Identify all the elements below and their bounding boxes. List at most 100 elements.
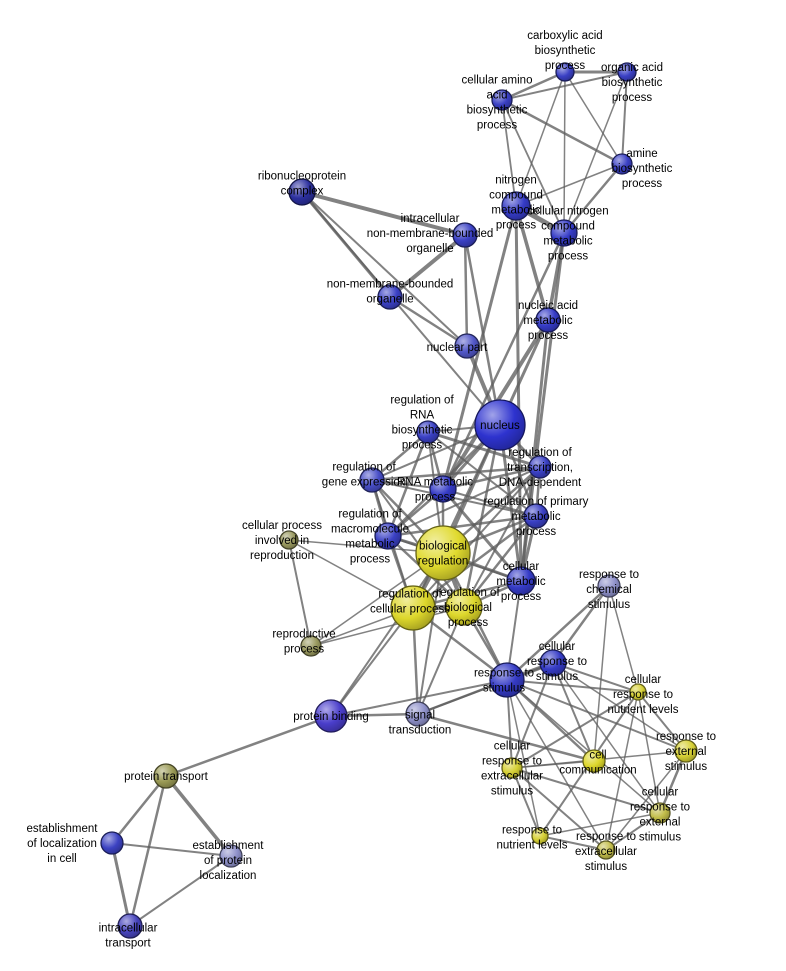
network-node[interactable]: cellular response to nutrient levels xyxy=(629,683,647,701)
network-edge xyxy=(129,855,232,927)
network-node[interactable]: organic acid biosynthetic process xyxy=(617,62,637,82)
network-node[interactable]: response to extracellular stimulus xyxy=(596,840,616,860)
network-edge xyxy=(301,191,468,347)
network-edge xyxy=(463,233,469,348)
network-edge xyxy=(551,584,611,665)
network-edge xyxy=(500,98,624,166)
network-node[interactable]: nucleic acid metabolic process xyxy=(535,307,561,333)
network-node[interactable]: amine biosynthetic process xyxy=(611,153,633,175)
network-edge xyxy=(441,231,566,491)
network-node[interactable]: cell communication xyxy=(582,749,606,773)
network-node[interactable]: cellular metabolic process xyxy=(506,566,536,596)
network-edge xyxy=(501,99,565,234)
network-edge xyxy=(463,233,502,427)
network-node[interactable]: carboxylic acid biosynthetic process xyxy=(555,62,575,82)
network-node[interactable]: regulation of biological process xyxy=(445,588,483,626)
network-edge xyxy=(514,204,550,322)
network-edge xyxy=(621,71,628,165)
nodes-layer: carboxylic acid biosynthetic process orga… xyxy=(100,62,698,939)
network-edge xyxy=(110,774,168,845)
network-edge xyxy=(386,514,538,538)
network-edge xyxy=(563,71,566,234)
network-edge xyxy=(427,431,537,517)
network-node[interactable]: response to external stimulus xyxy=(674,739,698,763)
network-edge xyxy=(552,662,639,693)
network-node[interactable]: ribonucleoprotein complex xyxy=(288,178,316,206)
network-edge xyxy=(330,679,508,717)
network-node[interactable]: regulation of primary metabolic process xyxy=(523,503,549,529)
network-node[interactable]: protein transport xyxy=(153,763,179,789)
network-edge xyxy=(552,662,687,752)
network-edge xyxy=(552,662,595,762)
network-edge xyxy=(506,679,687,752)
network-node[interactable]: cellular process involved in reproductio… xyxy=(279,530,299,550)
network-node[interactable]: intracellular transport xyxy=(117,913,143,939)
network-node[interactable]: regulation of transcription, DNA-depende… xyxy=(528,455,552,479)
network-edge xyxy=(605,812,661,851)
network-node[interactable]: nitrogen compound metabolic process xyxy=(501,191,531,221)
network-edge xyxy=(500,70,567,102)
network-edge xyxy=(498,423,523,583)
network-node[interactable]: cellular response to external stimulus xyxy=(649,802,671,824)
network-edge xyxy=(563,71,628,234)
network-node[interactable]: RNA metabolic process xyxy=(429,475,457,503)
network-edge xyxy=(164,774,233,858)
network-node[interactable]: regulation of RNA biosynthetic process xyxy=(416,420,440,444)
network-edge xyxy=(605,750,687,851)
network-edge xyxy=(387,466,541,537)
network-edge xyxy=(288,539,414,609)
network-edge xyxy=(637,691,661,814)
network-edge xyxy=(506,679,541,837)
network-edge xyxy=(605,691,639,851)
network-edge xyxy=(505,584,611,682)
network-node[interactable]: regulation of gene expression xyxy=(359,467,385,493)
network-edge xyxy=(637,691,687,752)
network-node[interactable]: intracellular non-membrane-bounded organ… xyxy=(452,222,478,248)
network-edge xyxy=(463,466,541,608)
network-edge xyxy=(110,841,132,928)
network-edge xyxy=(593,585,610,762)
network-node[interactable]: protein binding xyxy=(314,699,348,733)
network-edge xyxy=(539,812,661,837)
network-edge xyxy=(417,662,554,715)
network-edge xyxy=(506,679,607,851)
network-node[interactable]: cellular response to extracellular stimu… xyxy=(501,757,523,779)
network-node[interactable]: response to nutrient levels xyxy=(531,827,549,845)
network-edge xyxy=(164,714,333,778)
network-edge xyxy=(300,190,467,237)
edges-layer xyxy=(110,70,688,928)
network-edge xyxy=(388,295,469,348)
network-edge xyxy=(608,585,639,693)
network-node[interactable]: signal transduction xyxy=(405,701,431,727)
network-edge xyxy=(511,691,639,769)
network-edge xyxy=(506,679,639,693)
network-node[interactable]: regulation of cellular process xyxy=(390,585,436,631)
network-edge xyxy=(501,99,517,207)
network-edge xyxy=(564,71,623,165)
network-edge xyxy=(441,487,523,583)
network-node[interactable]: biological regulation xyxy=(415,525,471,581)
network-node[interactable]: regulation of macromolecule metabolic pr… xyxy=(374,522,402,550)
network-edge xyxy=(515,71,566,207)
network-node[interactable]: non-membrane-bounded organelle xyxy=(377,284,403,310)
network-edge xyxy=(411,514,538,610)
network-node[interactable]: reproductive process xyxy=(300,635,322,657)
network-node[interactable]: cellular nitrogen compound metabolic pro… xyxy=(550,219,578,247)
network-edge xyxy=(426,430,542,469)
network-node[interactable]: response to chemical stimulus xyxy=(597,574,621,598)
network-node[interactable]: cellular amino acid biosynthetic process xyxy=(491,89,513,111)
network-node[interactable]: establishment of localization in cell xyxy=(100,831,124,855)
network-edge xyxy=(442,488,537,517)
network-edge xyxy=(511,662,554,769)
network-node[interactable]: nucleus xyxy=(474,399,526,451)
network-node[interactable]: nuclear part xyxy=(454,333,480,359)
network-node[interactable]: cellular response to stimulus xyxy=(539,649,567,677)
network-node[interactable]: establishment of protein localization xyxy=(219,844,243,868)
network-edge xyxy=(370,465,542,482)
network-edge xyxy=(515,163,623,207)
network-edge xyxy=(441,465,542,491)
network-node[interactable]: response to stimulus xyxy=(489,662,525,698)
network-edge xyxy=(416,712,596,763)
